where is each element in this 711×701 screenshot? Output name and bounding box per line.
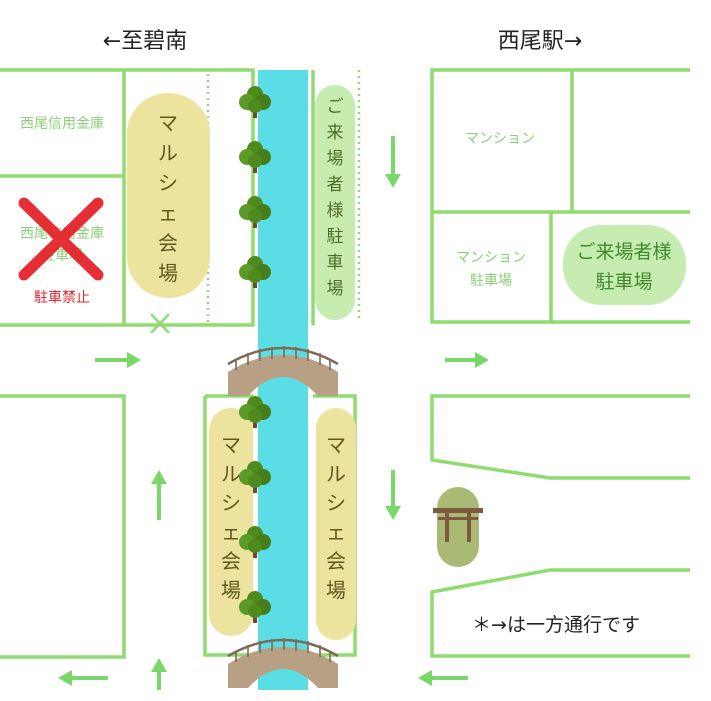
marche-venue-top xyxy=(127,93,210,298)
one-way-arrow-icon xyxy=(151,658,167,690)
vertical-label-char: 来 xyxy=(327,123,344,143)
vertical-label-char: 会 xyxy=(326,549,346,573)
vertical-label-char: 様 xyxy=(327,201,344,221)
no-entry-mark-icon xyxy=(150,313,170,334)
vertical-label-char: ル xyxy=(158,141,178,165)
vertical-label-char: 場 xyxy=(327,279,344,299)
vertical-label-char: 車 xyxy=(327,253,344,273)
vertical-label-char: 会 xyxy=(158,231,178,255)
direction-to-hekinan: ←至碧南 xyxy=(103,29,187,54)
mansion-parking-label: マンション xyxy=(456,250,526,266)
bank-label: 西尾信用金庫 xyxy=(20,115,104,132)
vertical-label-char: 場 xyxy=(327,149,344,169)
bridge-icon xyxy=(227,638,339,688)
visitor-parking-lot-label: ご来場者様 xyxy=(576,241,671,263)
vertical-label-char: シ xyxy=(158,171,178,195)
vertical-label-char: ル xyxy=(326,462,346,486)
vertical-label-char: マ xyxy=(326,433,346,457)
bridge-icon xyxy=(227,346,339,396)
one-way-arrows xyxy=(58,136,489,690)
direction-to-nishio-station: 西尾駅→ xyxy=(498,29,582,54)
one-way-arrow-icon xyxy=(385,470,401,520)
no-parking-label: 駐車禁止 xyxy=(34,289,90,306)
one-way-note: ＊→は一方通行です xyxy=(472,614,640,636)
vertical-label-char: 場 xyxy=(326,578,346,602)
vertical-label-char: マ xyxy=(158,111,178,135)
vertical-label-char: シ xyxy=(221,491,241,515)
one-way-arrow-icon xyxy=(418,670,468,686)
vertical-label-char: ご xyxy=(327,97,344,117)
mansion-parking-label-2: 駐車場 xyxy=(470,272,512,289)
vertical-label-char: 場 xyxy=(221,578,241,602)
vertical-label-char: ェ xyxy=(158,201,178,225)
tree-icon xyxy=(239,141,271,173)
tree-icon xyxy=(239,86,271,118)
one-way-arrow-icon xyxy=(151,470,167,520)
marche-venue-bottom-left xyxy=(209,408,253,636)
torii-icon xyxy=(433,487,483,567)
tree-icon xyxy=(239,461,271,493)
vertical-label-char: ェ xyxy=(221,520,241,544)
vertical-label-char: シ xyxy=(326,491,346,515)
tree-icon xyxy=(239,196,271,228)
dotted-boundaries xyxy=(126,70,361,327)
vertical-label-char: ェ xyxy=(326,520,346,544)
vertical-label-char: 駐 xyxy=(327,227,344,247)
visitor-parking-lot-label-2: 駐車場 xyxy=(595,271,652,293)
vertical-label-char: 者 xyxy=(327,175,344,195)
tree-icon xyxy=(239,591,271,623)
one-way-arrow-icon xyxy=(445,352,489,368)
marche-venue-bottom-right xyxy=(316,408,356,640)
tree-row xyxy=(239,86,271,623)
vertical-label-char: 会 xyxy=(221,549,241,573)
tree-icon xyxy=(239,526,271,558)
mansion-label: マンション xyxy=(465,131,535,147)
one-way-arrow-icon xyxy=(385,136,401,188)
one-way-arrow-icon xyxy=(95,352,141,368)
visitor-parking-strip xyxy=(315,85,355,320)
one-way-arrow-icon xyxy=(58,670,108,686)
cross-mark-icon xyxy=(18,197,104,281)
tree-icon xyxy=(239,396,271,428)
tree-icon xyxy=(239,256,271,288)
vertical-label-char: 場 xyxy=(158,261,178,285)
vertical-label-char: マ xyxy=(221,433,241,457)
vertical-label-char: ル xyxy=(221,462,241,486)
visitor-parking-lot xyxy=(563,225,686,305)
